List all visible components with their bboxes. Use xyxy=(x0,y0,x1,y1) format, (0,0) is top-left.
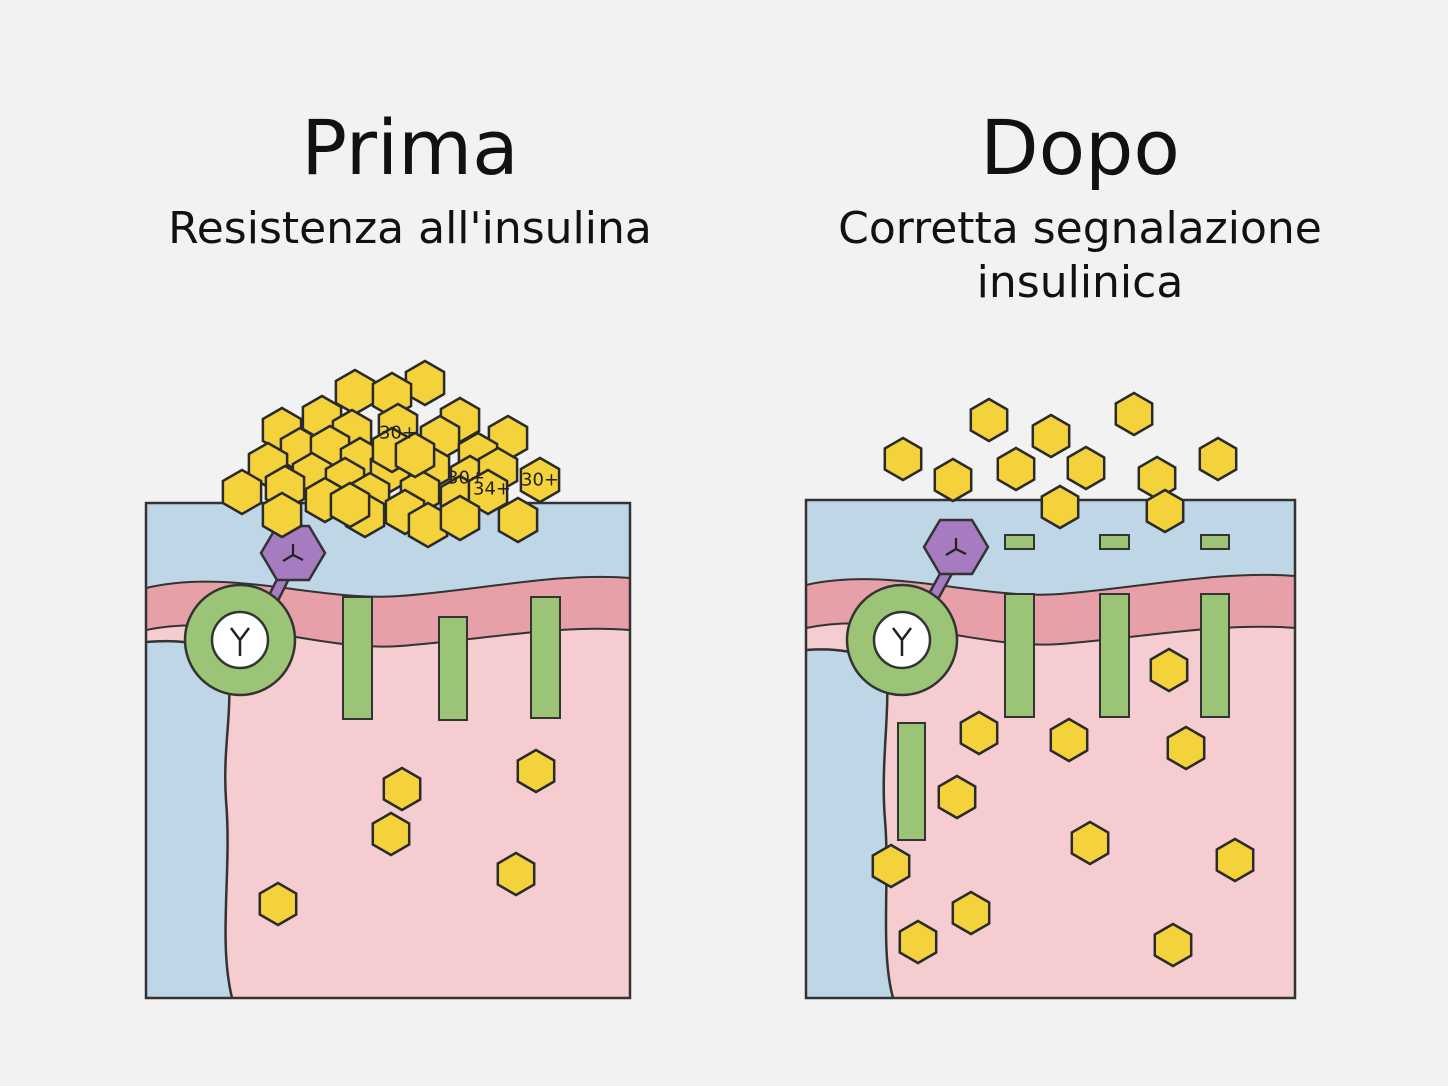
glucose-molecules xyxy=(221,359,1255,968)
insulin-receptor-after xyxy=(845,518,990,697)
glucose-hexagon-icon xyxy=(871,843,911,889)
glucose-hexagon-icon xyxy=(519,456,561,504)
glucose-hexagon-icon xyxy=(1040,484,1080,530)
glucose-hexagon-icon xyxy=(261,491,303,539)
glucose-hexagon-icon xyxy=(221,468,263,516)
glucose-hexagon-icon xyxy=(1149,647,1189,693)
glucose-hexagon-icon xyxy=(404,359,446,407)
glucose-hexagon-icon xyxy=(883,436,923,482)
panel-before-title: Prima xyxy=(301,103,519,192)
glut-transporter-tip xyxy=(1099,534,1130,550)
glut-transporter-tip xyxy=(1200,534,1230,550)
glut-transporter xyxy=(342,596,373,720)
glucose-hexagon-icon xyxy=(1049,717,1089,763)
glucose-hexagon-icon xyxy=(1070,820,1110,866)
glucose-hexagon-icon xyxy=(382,766,422,812)
glucose-hexagon-icon xyxy=(933,457,973,503)
glut-transporter-tip xyxy=(1004,534,1035,550)
glucose-hexagon-icon xyxy=(996,446,1036,492)
glucose-cluster-label: 30+ xyxy=(521,470,559,491)
panel-after-title: Dopo xyxy=(980,103,1180,192)
cytoplasm xyxy=(806,623,1295,998)
panel-before-subtitle: Resistenza all'insulina xyxy=(168,203,652,254)
glucose-hexagon-icon xyxy=(394,431,436,479)
panel-before-header: Prima Resistenza all'insulina xyxy=(110,100,710,256)
glucose-cluster-labels: 30+30+34+30+ xyxy=(379,423,559,500)
glucose-hexagon-icon xyxy=(467,468,509,516)
glucose-hexagon-icon xyxy=(1031,413,1071,459)
glut-transporter xyxy=(530,596,561,719)
glucose-hexagon-icon xyxy=(898,919,938,965)
glucose-hexagon-icon xyxy=(516,748,556,794)
glut-transporter xyxy=(1099,593,1130,718)
glucose-hexagon-icon xyxy=(258,881,298,927)
glucose-hexagon-icon xyxy=(497,496,539,544)
glucose-hexagon-icon xyxy=(1215,837,1255,883)
glucose-hexagon-icon xyxy=(1153,922,1193,968)
glucose-hexagon-icon xyxy=(937,774,977,820)
glucose-hexagon-icon xyxy=(1166,725,1206,771)
glut-transporter xyxy=(438,616,468,721)
glucose-hexagon-icon xyxy=(1145,488,1185,534)
glut-transporter xyxy=(1200,593,1230,718)
cell-before xyxy=(146,503,630,998)
panel-after-subtitle: Corretta segnalazione insulinica xyxy=(780,202,1380,310)
glut-vesicle-transporter xyxy=(897,722,926,841)
insulin-receptor-before xyxy=(183,524,327,697)
glucose-hexagon-icon xyxy=(969,397,1009,443)
glucose-hexagon-icon xyxy=(329,481,371,529)
glut-transporter xyxy=(1004,593,1035,718)
glucose-hexagon-icon xyxy=(1114,391,1154,437)
glucose-hexagon-icon xyxy=(959,710,999,756)
glucose-hexagon-icon xyxy=(951,890,991,936)
glucose-hexagon-icon xyxy=(1066,445,1106,491)
glucose-hexagon-icon xyxy=(371,811,411,857)
panel-after-subtitle-line-1: Corretta segnalazione xyxy=(838,203,1322,254)
panel-after-header: Dopo Corretta segnalazione insulinica xyxy=(780,100,1380,310)
glucose-cluster-label: 34+ xyxy=(473,479,511,500)
glucose-cluster-label: 30+ xyxy=(447,468,485,489)
glucose-cluster-label: 30+ xyxy=(379,423,417,444)
glucose-hexagon-icon xyxy=(1198,436,1238,482)
glucose-hexagon-icon xyxy=(439,494,481,542)
glucose-hexagon-icon xyxy=(496,851,536,897)
panel-after-subtitle-line-2: insulinica xyxy=(976,257,1184,308)
